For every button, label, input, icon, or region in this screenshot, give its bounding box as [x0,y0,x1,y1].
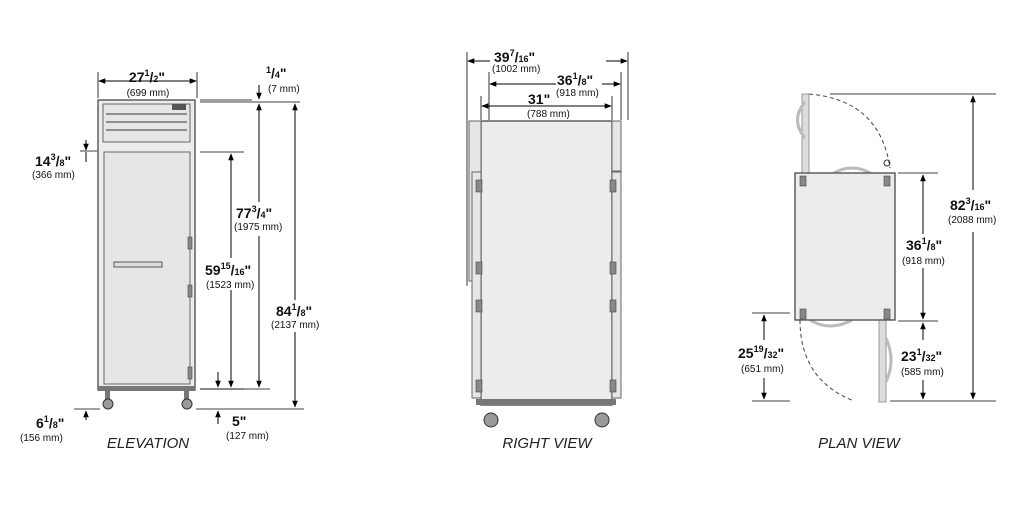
right-view-caption: RIGHT VIEW [502,435,593,452]
plan-cabinet [794,172,896,321]
caster [184,391,189,400]
dim-width-label: 271/2" [129,68,165,85]
plan-view-caption: PLAN VIEW [818,435,902,452]
hinge [187,284,193,298]
dim-swing-left-mm: (651 mm) [741,364,784,375]
hinge-pin [883,159,891,167]
right-door-edge [611,171,622,399]
caster-wheel [102,398,114,410]
caster [105,391,110,400]
dim-caster-left-label: 61/8" [36,414,64,431]
right-base [476,399,616,405]
elevation-caption: ELEVATION [107,435,189,452]
hinge [799,308,807,320]
dim-depth-handle-label: 361/8" [557,71,593,88]
right-cabinet [480,120,613,406]
dim-caster-right-mm: (127 mm) [226,431,269,442]
elevation-control-box [172,104,186,110]
caster-wheel [483,412,499,428]
dim-plan-depth-mm: (918 mm) [902,256,945,267]
dim-total-swing-label: 823/16" [950,196,991,213]
cabinet-base [98,386,195,391]
open-door-bottom [878,319,887,403]
elevation-door [103,151,191,385]
dim-cabinet-height-mm: (1975 mm) [234,222,282,233]
handle-arc [831,166,873,176]
hinge [883,175,891,187]
hinge [187,366,193,380]
door-swing-arc-top [808,93,891,169]
dim-overall-height-label: 841/8" [276,302,312,319]
dim-swing-right-mm: (585 mm) [901,367,944,378]
hinge [609,261,617,275]
dim-louver-mm: (366 mm) [32,170,75,181]
handle-arc [809,318,853,328]
handle-arc [884,337,893,383]
caster-wheel [181,398,193,410]
dim-plan-depth-label: 361/8" [906,236,942,253]
dim-depth-handle-mm: (918 mm) [556,88,599,99]
hinge [883,308,891,320]
hinge [609,379,617,393]
dim-cabinet-depth-label: 31" [528,91,550,107]
handle-arc [796,101,807,139]
left-door-edge [471,171,482,399]
dim-cabinet-depth-mm: (788 mm) [527,109,570,120]
hinge [609,299,617,313]
dim-overall-depth-mm: (1002 mm) [492,64,540,75]
caster-wheel [594,412,610,428]
dim-louver-label: 143/8" [35,152,71,169]
elevation-louver-panel [102,103,191,143]
right-louver-panel [611,120,622,172]
dim-top-gap-label: 1/4" [266,65,287,81]
right-view: 397/16" (1002 mm) 361/8" (918 mm) 31" (7… [466,48,629,452]
hinge [475,261,483,275]
hinge [475,179,483,193]
dim-caster-right-label: 5" [232,413,246,429]
dim-door-height-label: 5915/16" [205,261,251,278]
door-swing-arc-bottom [799,319,855,402]
dim-overall-depth-label: 397/16" [494,48,535,65]
hinge [609,179,617,193]
dim-swing-right-label: 231/32" [901,347,942,364]
dim-total-swing-mm: (2088 mm) [948,215,996,226]
dim-door-height-mm: (1523 mm) [206,280,254,291]
hinge [475,299,483,313]
hinge [799,175,807,187]
dim-top-gap-mm: (7 mm) [268,84,300,95]
hinge [475,379,483,393]
dim-cabinet-height-label: 773/4" [236,204,272,221]
plan-view: 823/16" (2088 mm) 361/8" (918 mm) 231/32… [738,93,996,452]
hinge [187,236,193,250]
door-handle [113,261,163,268]
dim-swing-left-label: 2519/32" [738,344,784,361]
elevation-view: 271/2" (699 mm) 1/4" (7 mm) 143/8" (366 … [20,65,319,452]
dim-width-mm: (699 mm) [127,88,170,99]
dim-caster-left-mm: (156 mm) [20,433,63,444]
dim-overall-height-mm: (2137 mm) [271,320,319,331]
